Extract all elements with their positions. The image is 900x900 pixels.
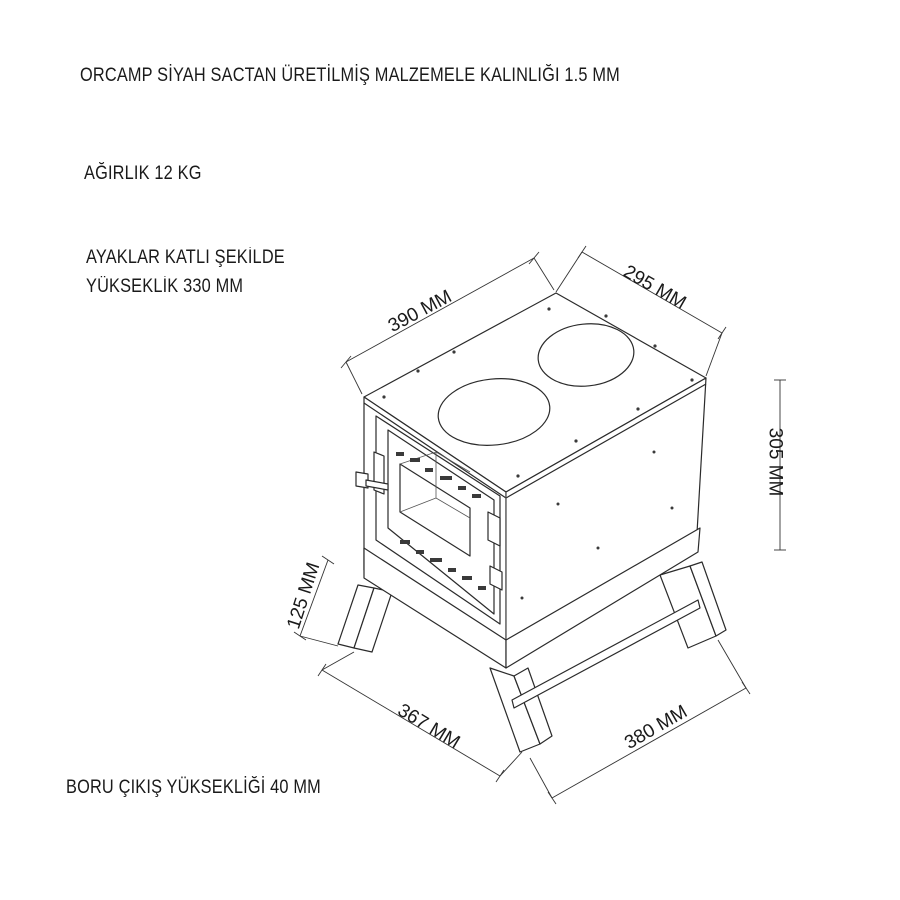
dimension-body-height bbox=[774, 379, 786, 551]
dimension-leg-side-span bbox=[529, 639, 751, 805]
dimension-top-depth bbox=[555, 245, 727, 377]
side-cross-brace bbox=[511, 599, 701, 709]
legs-note-line-2: YÜKSEKLİK 330 MM bbox=[86, 276, 244, 297]
dimension-front-width bbox=[340, 251, 555, 395]
legs-note-line-1: AYAKLAR KATLI ŞEKİLDE bbox=[86, 247, 285, 268]
cooking-hole-front bbox=[437, 378, 551, 446]
top-bolt-dots bbox=[382, 307, 694, 478]
front-leg bbox=[489, 667, 553, 753]
front-door bbox=[355, 415, 503, 625]
weight-note: AĞIRLIK 12 KG bbox=[84, 163, 202, 184]
dimension-leg-front-span bbox=[317, 651, 523, 783]
side-leg-band bbox=[505, 527, 701, 669]
label-body-height: 305 MM bbox=[764, 427, 786, 497]
rear-left-leg bbox=[337, 584, 393, 653]
dimension-leg-height bbox=[293, 555, 339, 647]
material-note: ORCAMP SİYAH SACTAN ÜRETİLMİŞ MALZEMELE … bbox=[80, 65, 620, 86]
door-window-opening bbox=[399, 463, 471, 557]
cooking-hole-rear bbox=[537, 323, 635, 387]
pipe-outlet-note: BORU ÇIKIŞ YÜKSEKLİĞİ 40 MM bbox=[66, 777, 321, 798]
